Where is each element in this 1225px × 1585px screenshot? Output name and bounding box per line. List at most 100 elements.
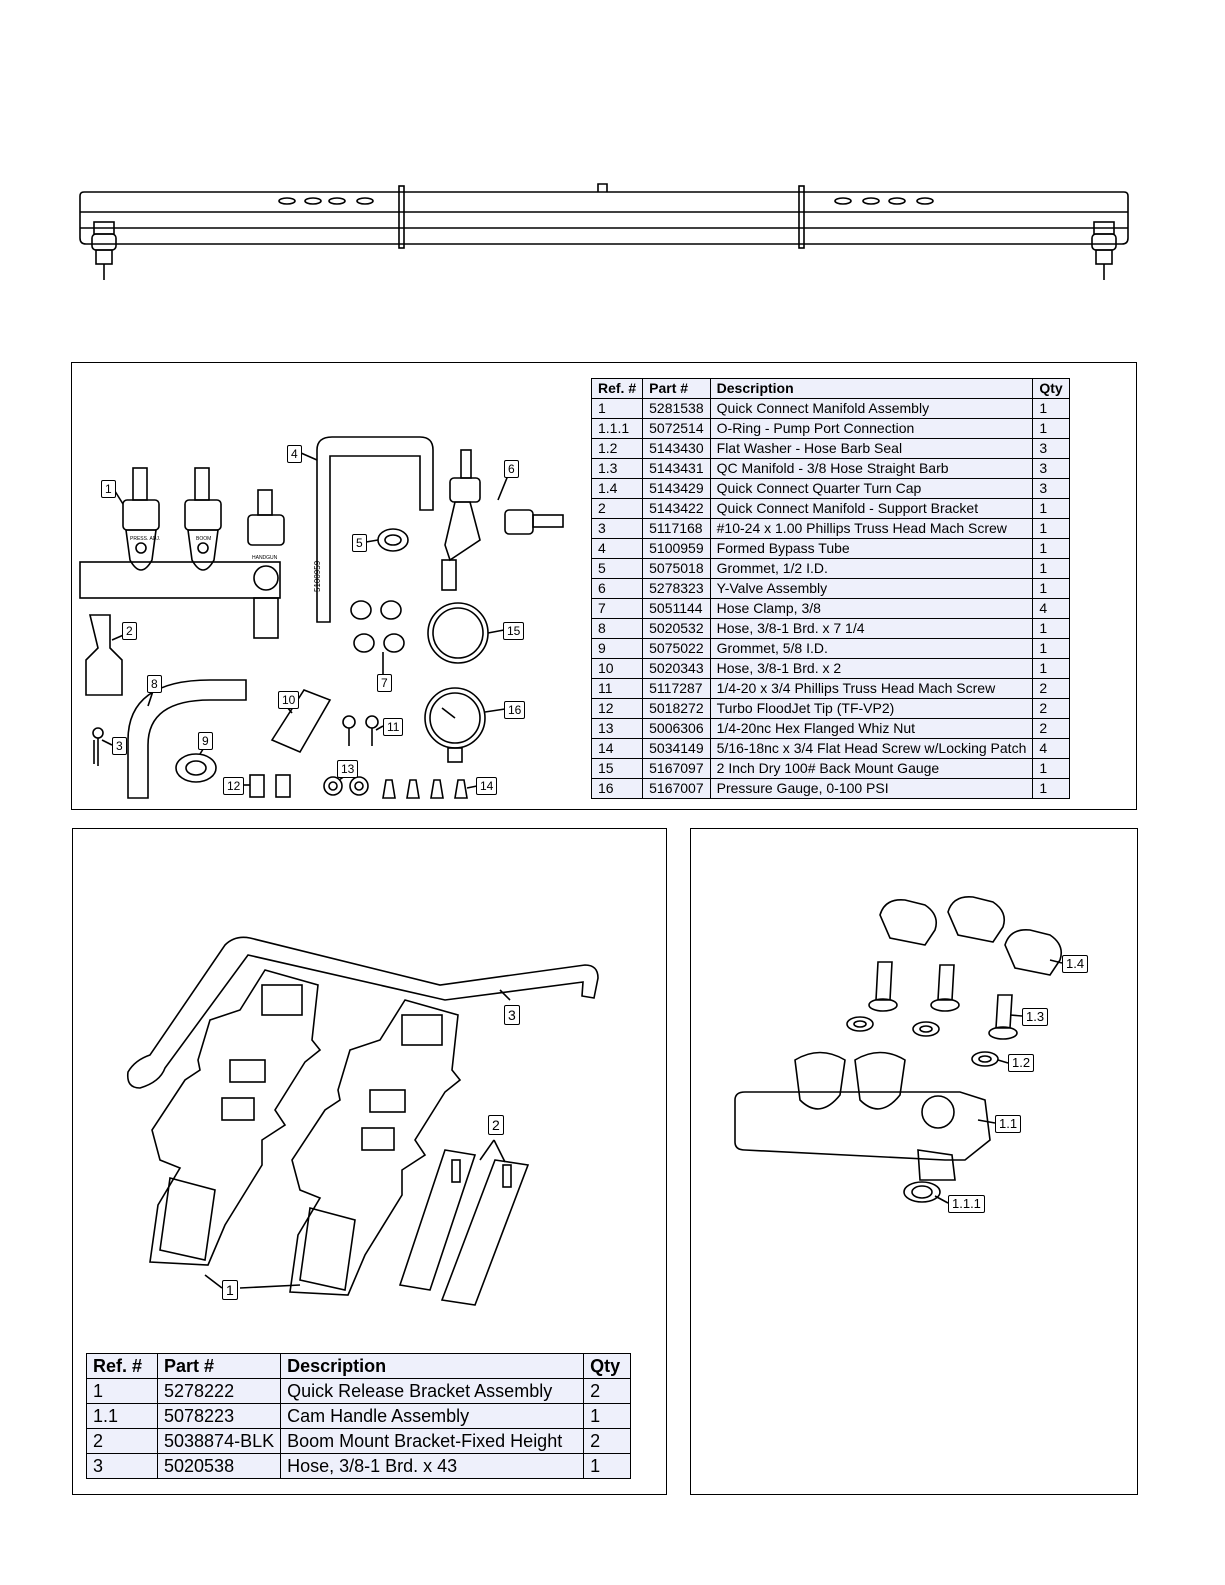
- cell-ref: 2: [590, 498, 644, 519]
- callout-r-1.1: 1.1: [995, 1115, 1022, 1133]
- cell-qty: 1: [1032, 658, 1070, 679]
- callout-8: 8: [147, 675, 162, 693]
- cell-description: Quick Connect Manifold - Support Bracket: [709, 498, 1034, 519]
- cell-description: 1/4-20 x 3/4 Phillips Truss Head Mach Sc…: [709, 678, 1034, 699]
- col-part: Part #: [642, 378, 711, 399]
- cell-ref: 1.4: [590, 478, 644, 499]
- cell-part: 5143430: [642, 438, 711, 459]
- table-header-row: Ref. # Part # Description Qty: [86, 1353, 632, 1379]
- callout-10: 10: [278, 691, 300, 709]
- cell-ref: 3: [590, 518, 644, 539]
- cell-part: 5038874-BLK: [156, 1428, 282, 1454]
- cell-part: 5167097: [642, 758, 711, 779]
- callout-r-1.1.1: 1.1.1: [948, 1195, 985, 1213]
- col-qty: Qty: [1032, 378, 1070, 399]
- cell-description: Flat Washer - Hose Barb Seal: [709, 438, 1034, 459]
- callout-6: 6: [504, 460, 519, 478]
- cell-ref: 16: [590, 778, 644, 799]
- callout-13: 13: [337, 760, 359, 778]
- col-part: Part #: [156, 1353, 282, 1379]
- cell-part: 5075022: [642, 638, 711, 659]
- callout-5: 5: [352, 534, 367, 552]
- callout-7: 7: [377, 674, 392, 692]
- callout-3: 3: [112, 737, 127, 755]
- cell-ref: 6: [590, 578, 644, 599]
- cell-part: 5006306: [642, 718, 711, 739]
- cell-description: QC Manifold - 3/8 Hose Straight Barb: [709, 458, 1034, 479]
- cell-ref: 11: [590, 678, 644, 699]
- cell-part: 5020343: [642, 658, 711, 679]
- cell-part: 5034149: [642, 738, 711, 759]
- callout-1: 1: [101, 480, 116, 498]
- cell-description: Hose, 3/8-1 Brd. x 2: [709, 658, 1034, 679]
- cell-part: 5143429: [642, 478, 711, 499]
- callout-r-1.3: 1.3: [1022, 1008, 1049, 1026]
- cell-qty: 1: [1032, 398, 1070, 419]
- cell-ref: 4: [590, 538, 644, 559]
- cell-ref: 15: [590, 758, 644, 779]
- manifold-label-press: PRESS. ADJ.: [130, 536, 160, 542]
- cell-qty: 2: [583, 1378, 632, 1404]
- manifold-label-boom: BOOM: [196, 536, 211, 542]
- callout-r-1.4: 1.4: [1062, 955, 1089, 973]
- cell-qty: 1: [1032, 638, 1070, 659]
- cell-description: Formed Bypass Tube: [709, 538, 1034, 559]
- callout-16: 16: [504, 701, 526, 719]
- col-ref: Ref. #: [86, 1353, 158, 1379]
- col-qty: Qty: [583, 1353, 632, 1379]
- callout-15: 15: [503, 622, 525, 640]
- callout-12: 12: [223, 777, 245, 795]
- cell-qty: 1: [1032, 578, 1070, 599]
- cell-part: 5143431: [642, 458, 711, 479]
- cell-ref: 1.1: [86, 1403, 158, 1429]
- cell-part: 5278222: [156, 1378, 282, 1404]
- cell-ref: 1: [590, 398, 644, 419]
- cell-qty: 1: [1032, 558, 1070, 579]
- callout-9: 9: [198, 732, 213, 750]
- cell-qty: 2: [1032, 718, 1070, 739]
- cell-description: Y-Valve Assembly: [709, 578, 1034, 599]
- cell-description: #10-24 x 1.00 Phillips Truss Head Mach S…: [709, 518, 1034, 539]
- cell-ref: 2: [86, 1428, 158, 1454]
- cell-part: 5100959: [642, 538, 711, 559]
- boom-bar-drawing: [79, 183, 1129, 280]
- cell-part: 5020538: [156, 1453, 282, 1479]
- cell-description: 5/16-18nc x 3/4 Flat Head Screw w/Lockin…: [709, 738, 1034, 759]
- callout-r-1.2: 1.2: [1008, 1054, 1035, 1072]
- cell-part: 5020532: [642, 618, 711, 639]
- callout-2: 2: [122, 622, 137, 640]
- cell-qty: 1: [583, 1403, 632, 1429]
- cell-qty: 2: [1032, 678, 1070, 699]
- cell-description: Boom Mount Bracket-Fixed Height: [280, 1428, 585, 1454]
- cell-part: 5018272: [642, 698, 711, 719]
- cell-description: O-Ring - Pump Port Connection: [709, 418, 1034, 439]
- cell-description: 1/4-20nc Hex Flanged Whiz Nut: [709, 718, 1034, 739]
- cell-qty: 3: [1032, 458, 1070, 479]
- callout-14: 14: [476, 777, 498, 795]
- cell-description: Hose, 3/8-1 Brd. x 43: [280, 1453, 585, 1479]
- cell-description: Quick Connect Manifold Assembly: [709, 398, 1034, 419]
- callout-bl-3: 3: [504, 1005, 520, 1025]
- cell-ref: 14: [590, 738, 644, 759]
- cell-ref: 1: [86, 1378, 158, 1404]
- cell-ref: 12: [590, 698, 644, 719]
